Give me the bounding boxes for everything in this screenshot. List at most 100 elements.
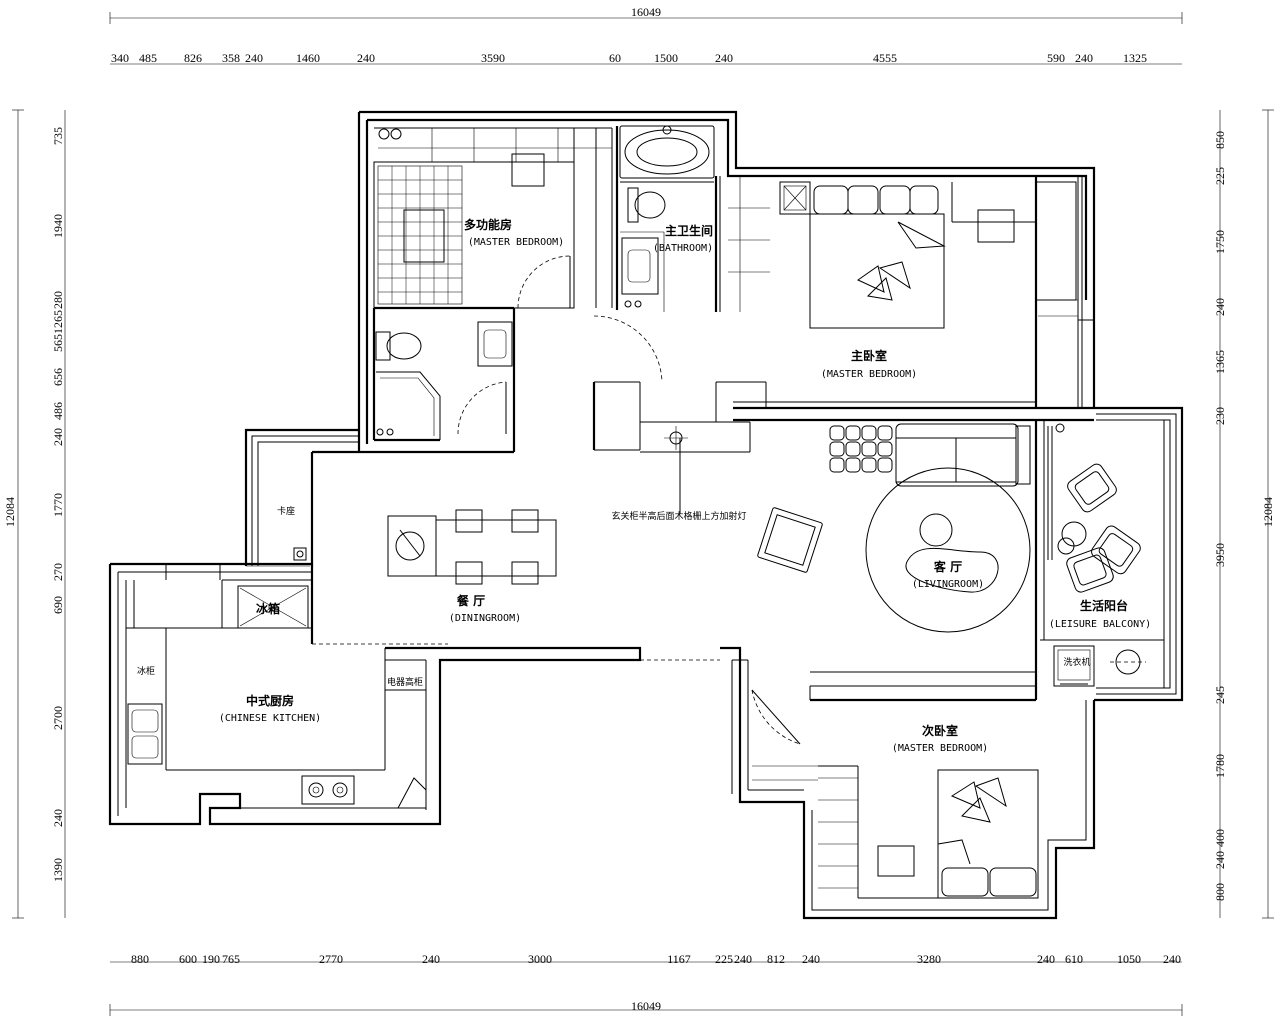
dim-right-seg: 850 bbox=[1213, 131, 1227, 149]
outlet-icon bbox=[378, 128, 390, 140]
armchair-icon bbox=[757, 507, 823, 573]
coffee-table-icon bbox=[905, 548, 999, 593]
dining-area bbox=[293, 509, 557, 585]
dim-bottom-seg: 765 bbox=[222, 952, 240, 966]
room-name-multi-en: (MASTER BEDROOM) bbox=[468, 237, 564, 248]
kitchen-fixtures bbox=[127, 565, 427, 809]
chair-icon bbox=[977, 209, 1015, 243]
dim-left-seg: 735 bbox=[51, 127, 65, 145]
guest-wc bbox=[375, 314, 515, 444]
dim-left-seg: 1390 bbox=[51, 858, 65, 882]
bathtub-icon bbox=[624, 129, 710, 175]
chair-icon bbox=[877, 845, 915, 877]
room-name-second: 次卧室 bbox=[922, 723, 958, 738]
dim-right-seg: 245 bbox=[1213, 686, 1227, 704]
dim-bottom-seg: 1167 bbox=[667, 952, 691, 966]
desk-icon bbox=[403, 209, 445, 263]
bed-icon bbox=[809, 213, 945, 329]
appliance-cabinet-label: 电器高柜 bbox=[387, 676, 423, 688]
living-room bbox=[664, 423, 1065, 633]
second-bedroom bbox=[752, 765, 1039, 899]
toilet-icon bbox=[386, 332, 422, 360]
dim-bottom-seg: 880 bbox=[131, 952, 149, 966]
annotations: 玄关柜半高后面木格栅上方加射灯 卡座 冰箱 冰柜 电器高柜 洗衣机 bbox=[137, 505, 1091, 688]
pillow-icon bbox=[909, 185, 939, 215]
left-total-dimension: 12084 bbox=[3, 497, 17, 527]
room-name-kitchen-en: (CHINESE KITCHEN) bbox=[219, 713, 321, 724]
dim-right-seg: 225 bbox=[1213, 167, 1227, 185]
washer-label: 洗衣机 bbox=[1063, 656, 1090, 668]
chair-icon bbox=[455, 561, 483, 585]
right-total-dimension: 12084 bbox=[1261, 497, 1275, 527]
dimension-lines bbox=[12, 12, 1274, 1016]
top-total-dimension: 16049 bbox=[631, 5, 661, 19]
lounge-chair-icon bbox=[1067, 463, 1117, 513]
room-name-second-en: (MASTER BEDROOM) bbox=[892, 743, 988, 754]
cushion-icon bbox=[857, 261, 911, 301]
room-name-balcony-en: (LEISURE BALCONY) bbox=[1049, 619, 1151, 630]
vanity-icon bbox=[621, 237, 659, 295]
chair-icon bbox=[511, 561, 539, 585]
dim-bottom-seg: 240 bbox=[422, 952, 440, 966]
dim-top-seg: 3590 bbox=[481, 51, 505, 65]
master-bathroom bbox=[619, 125, 770, 312]
dim-top-seg: 1325 bbox=[1123, 51, 1147, 65]
chair-icon bbox=[511, 509, 539, 533]
side-table-icon bbox=[387, 515, 437, 577]
fridge-icon bbox=[237, 585, 309, 629]
side-table-icon bbox=[919, 513, 953, 547]
pillow-icon bbox=[941, 867, 989, 897]
dim-bottom-seg: 240 bbox=[1037, 952, 1055, 966]
room-name-bath-en: (BATHROOM) bbox=[653, 243, 713, 254]
card-seat-label: 卡座 bbox=[277, 505, 295, 517]
dim-top-seg: 358 bbox=[222, 51, 240, 65]
dim-bottom-seg: 225 bbox=[715, 952, 733, 966]
entry-cabinet-note: 玄关柜半高后面木格栅上方加射灯 bbox=[611, 510, 746, 522]
chair-icon bbox=[455, 509, 483, 533]
dim-bottom-seg: 3280 bbox=[917, 952, 941, 966]
dim-top-seg: 240 bbox=[1075, 51, 1093, 65]
dim-right-seg: 230 bbox=[1213, 407, 1227, 425]
dim-bottom-seg: 240 bbox=[1163, 952, 1181, 966]
stove-icon bbox=[301, 775, 355, 805]
toilet-tank-icon bbox=[375, 331, 391, 361]
nightstand-icon bbox=[779, 181, 811, 215]
toilet-tank-icon bbox=[627, 187, 639, 223]
ottoman-grid bbox=[829, 425, 893, 473]
rug-icon bbox=[865, 467, 1031, 633]
dim-top-seg: 485 bbox=[139, 51, 157, 65]
dim-right-seg: 240 bbox=[1213, 298, 1227, 316]
dim-left-seg: 1770 bbox=[51, 493, 65, 517]
dim-top-seg: 826 bbox=[184, 51, 202, 65]
dim-left-total: 12084 bbox=[3, 497, 17, 527]
dim-left-seg: 565 bbox=[51, 334, 65, 352]
dim-right-seg: 240 bbox=[1213, 851, 1227, 869]
sink-icon bbox=[477, 321, 513, 367]
dim-right-total: 12084 bbox=[1261, 497, 1275, 527]
dim-top-seg: 1460 bbox=[296, 51, 320, 65]
multi-function-room bbox=[373, 127, 613, 309]
left-segment-dimensions: 735 1940 280 1265 565 656 486 240 1770 2… bbox=[51, 127, 65, 882]
dim-top-seg: 240 bbox=[715, 51, 733, 65]
dim-left-seg: 1265 bbox=[51, 310, 65, 334]
dim-bottom-seg: 812 bbox=[767, 952, 785, 966]
dim-left-seg: 656 bbox=[51, 368, 65, 386]
dim-left-seg: 1940 bbox=[51, 214, 65, 238]
dim-bottom-seg: 600 bbox=[179, 952, 197, 966]
round-table-icon bbox=[1061, 521, 1087, 547]
room-name-balcony: 生活阳台 bbox=[1080, 598, 1128, 613]
dim-bottom-seg: 1050 bbox=[1117, 952, 1141, 966]
toilet-icon bbox=[634, 191, 666, 219]
dim-top-seg: 240 bbox=[245, 51, 263, 65]
washer-icon bbox=[1053, 645, 1095, 687]
dim-top-seg: 340 bbox=[111, 51, 129, 65]
cushion-icon bbox=[950, 777, 1007, 823]
sofa-icon bbox=[895, 423, 1019, 487]
dim-bottom-seg: 240 bbox=[802, 952, 820, 966]
dim-right-seg: 400 bbox=[1213, 829, 1227, 847]
wardrobe-icon bbox=[1035, 181, 1077, 301]
dim-left-seg: 280 bbox=[51, 291, 65, 309]
dim-left-seg: 240 bbox=[51, 428, 65, 446]
dim-top-seg: 240 bbox=[357, 51, 375, 65]
parquet-floor-pattern bbox=[377, 165, 463, 305]
